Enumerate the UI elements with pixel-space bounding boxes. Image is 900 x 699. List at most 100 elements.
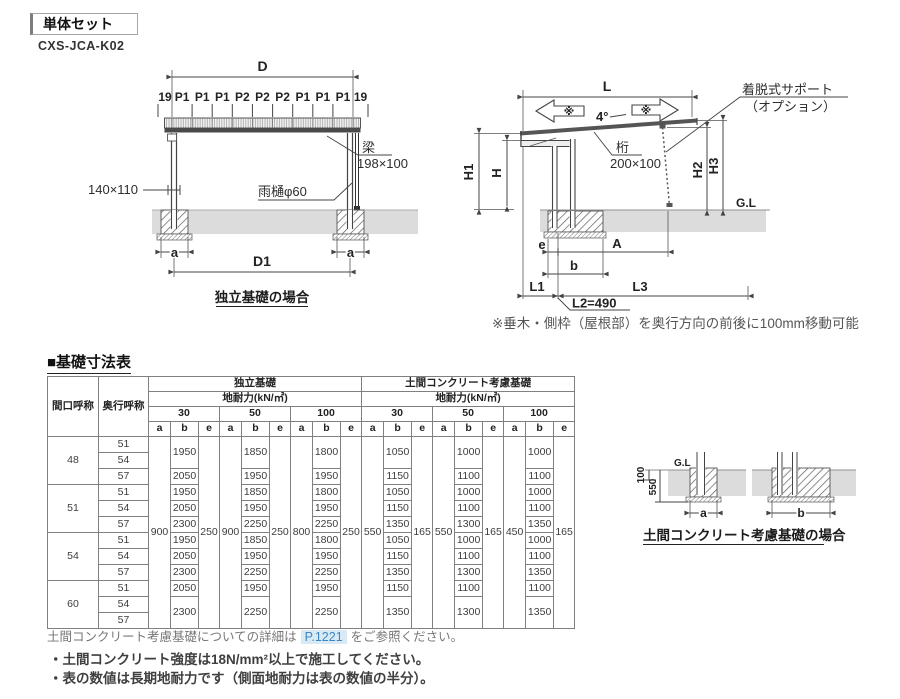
value-b: 2250 — [241, 596, 270, 629]
detail-caption: 土間コンクリート考慮基礎の場合 — [643, 527, 846, 543]
row-header-okuyuki: 54 — [98, 500, 149, 517]
move-arrow-left — [534, 99, 585, 123]
dim-19-left: 19 — [158, 90, 172, 104]
h-a: a — [361, 421, 385, 437]
value-b: 1100 — [525, 548, 555, 565]
detail-gl-label: G.L — [674, 458, 691, 469]
move-mark-left: ※ — [564, 106, 575, 118]
value-b: 1950 — [170, 532, 199, 549]
value-b: 1950 — [312, 468, 341, 485]
table-title: ■基礎寸法表 — [47, 351, 132, 374]
value-b: 1050 — [383, 532, 413, 549]
front-caption: 独立基礎の場合 — [215, 289, 310, 305]
value-b: 1100 — [454, 468, 484, 485]
table-row: 54 2300 2250 2250 1350 1300 1350 — [48, 596, 575, 629]
ground-band — [152, 210, 418, 234]
value-b: 1950 — [241, 580, 270, 597]
row-header-maguchi: 51 — [47, 484, 99, 533]
support-rod — [661, 127, 671, 207]
table-row: 57 2300 2250 2250 1350 1300 1350 — [48, 516, 575, 533]
value-b: 1100 — [525, 468, 555, 485]
value-a: 900 — [148, 436, 171, 629]
value-b: 2050 — [170, 580, 199, 597]
dim-100-label: 100 — [636, 466, 647, 483]
row-header-okuyuki: 57 — [98, 468, 149, 485]
dim-h-label: H — [489, 168, 504, 177]
value-b: 2250 — [312, 596, 341, 629]
value-e: 165 — [411, 436, 434, 629]
group-header-independent: 独立基礎 — [147, 376, 363, 392]
row-header-maguchi: 54 — [47, 532, 99, 581]
model-code: CXS-JCA-K02 — [38, 39, 125, 53]
value-b: 1950 — [170, 436, 199, 469]
dim-h1-label: H1 — [461, 164, 476, 181]
load-30: 30 — [148, 406, 220, 422]
move-mark-right: ※ — [641, 105, 652, 117]
foundation-detail-diagram: G.L 100 550 — [636, 452, 856, 545]
value-b: 2300 — [170, 516, 199, 533]
dim-d1-label: D1 — [253, 253, 271, 269]
row-header-okuyuki: 54 — [98, 452, 149, 469]
h-a: a — [148, 421, 171, 437]
note-line: ・土間コンクリート強度は18N/mm²以上で施工してください。 — [49, 652, 430, 667]
value-b: 1850 — [241, 436, 270, 469]
value-b: 1350 — [383, 516, 413, 533]
post-cap — [167, 133, 177, 142]
detail-dim-b-label: b — [797, 506, 804, 520]
dim-a-right-label: a — [347, 245, 355, 260]
value-b: 1150 — [383, 500, 413, 517]
value-b: 2300 — [170, 596, 199, 629]
page-reference-link[interactable]: P.1221 — [300, 630, 347, 644]
dim-h2-label: H2 — [690, 162, 705, 179]
value-b: 1350 — [525, 596, 555, 629]
support-label-line1: 着脱式サポート — [742, 82, 833, 97]
bottom-notes: ・土間コンクリート強度は18N/mm²以上で施工してください。 ・表の数値は長期… — [49, 651, 434, 689]
table-row: 54 51 1950 1850 1800 1050 1000 1000 — [47, 532, 575, 581]
pitch-label: P1 — [195, 90, 210, 104]
side-elevation-diagram: L ※ ※ 4° 桁 — [461, 78, 859, 331]
pitch-label: P2 — [275, 90, 290, 104]
load-50: 50 — [219, 406, 291, 422]
value-b: 1100 — [454, 500, 484, 517]
row-header-okuyuki: 51 — [98, 532, 149, 549]
value-b: 1000 — [525, 532, 555, 549]
value-b: 1100 — [454, 548, 484, 565]
h-a: a — [290, 421, 313, 437]
page-title: 単体セット — [30, 13, 138, 35]
beam-name-label: 梁 — [362, 140, 375, 155]
value-e: 250 — [269, 436, 291, 629]
row-header-okuyuki: 51 — [98, 436, 149, 453]
table-row: 60 51 2050 1950 1950 1150 1100 1100 — [47, 580, 575, 629]
value-b: 2250 — [312, 564, 341, 581]
h-b: b — [241, 421, 270, 437]
h-b: b — [170, 421, 199, 437]
table-row: 57 2050 1950 1950 1150 1100 1100 — [48, 468, 575, 485]
side-girder — [520, 140, 576, 147]
value-b: 2250 — [312, 516, 341, 533]
dim-l1-label: L1 — [529, 279, 544, 294]
row-header-maguchi: 60 — [47, 580, 99, 629]
row-header-okuyuki: 51 — [98, 580, 149, 597]
dim-550-label: 550 — [648, 478, 659, 495]
row-header-okuyuki: 51 — [98, 484, 149, 501]
value-b: 1850 — [241, 532, 270, 549]
front-beam — [164, 128, 361, 133]
pitch-label: P1 — [336, 90, 351, 104]
h-b: b — [312, 421, 341, 437]
beam-size-label: 198×100 — [357, 156, 408, 171]
h-a: a — [503, 421, 527, 437]
value-b: 1050 — [383, 484, 413, 501]
girder-size-label: 200×100 — [610, 156, 661, 171]
dim-l-label: L — [603, 78, 612, 94]
value-b: 1350 — [525, 516, 555, 533]
pitch-label: P1 — [316, 90, 331, 104]
load-30: 30 — [361, 406, 434, 422]
footnote-pre: 土間コンクリート考慮基礎についての詳細は — [47, 630, 297, 644]
pitch-label: P2 — [255, 90, 270, 104]
detail-dim-a-label: a — [700, 506, 707, 520]
value-a: 450 — [503, 436, 527, 629]
h-b: b — [525, 421, 555, 437]
note-line: ・表の数値は長期地耐力です（側面地耐力は表の数値の半分）。 — [49, 670, 434, 686]
